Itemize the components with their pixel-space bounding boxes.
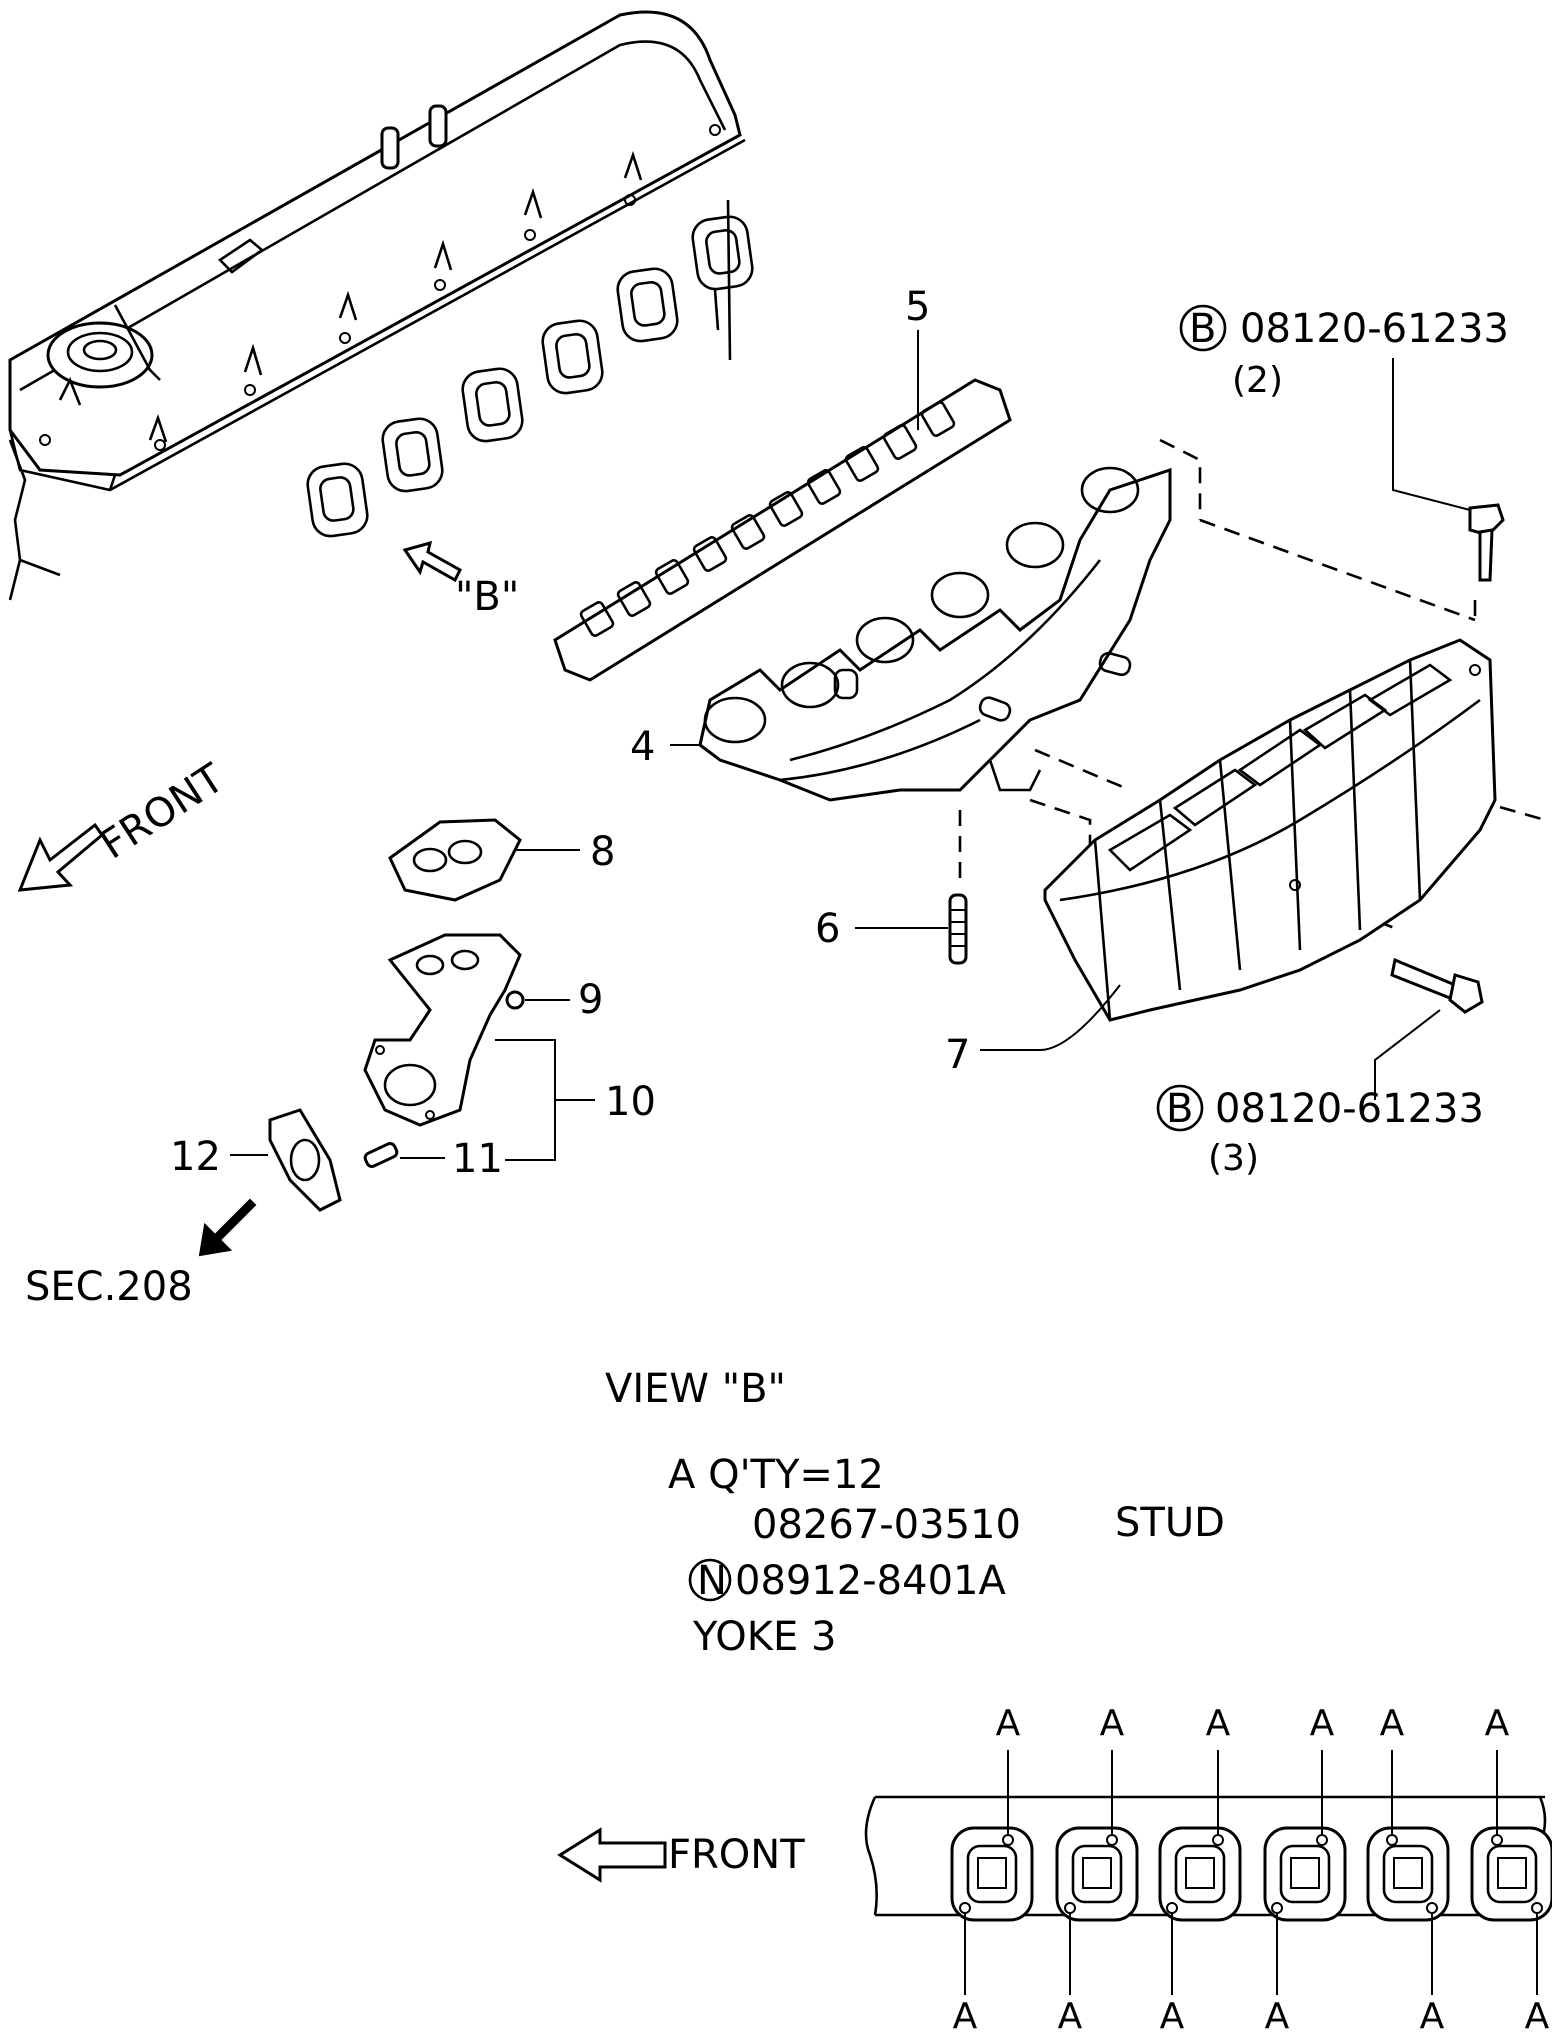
stud-marker-a: A (1485, 1703, 1510, 1846)
callout-6: 6 (815, 906, 840, 952)
nut-symbol-circle (688, 1558, 732, 1602)
part-5-manifold-gasket: 5 (553, 284, 1012, 682)
part-8-gasket: 8 (388, 818, 615, 902)
exhaust-port-flange (1470, 1826, 1552, 1922)
svg-text:A: A (1485, 1703, 1510, 1744)
svg-text:A: A (1160, 1996, 1185, 2029)
callout-10: 10 (605, 1079, 656, 1125)
part-4-exhaust-manifold: 4 (630, 466, 1172, 802)
note-nut-part: 08912-8401A (735, 1558, 1006, 1604)
note-nut-symbol: N (697, 1558, 727, 1604)
note-stud-name: STUD (1115, 1500, 1225, 1546)
svg-text:A: A (1058, 1996, 1083, 2029)
stud-marker-a: A (1310, 1703, 1335, 1846)
bolt-b2: B 08120-61233 (3) (1156, 957, 1484, 1179)
bolt-b1: B 08120-61233 (2) (1179, 304, 1509, 582)
bolt-b2-qty: (3) (1208, 1138, 1259, 1179)
callout-8: 8 (590, 829, 615, 875)
stud-marker-a: A (1420, 1902, 1445, 2034)
bolt-b1-symbol: B (1189, 306, 1216, 352)
svg-text:A: A (1100, 1703, 1125, 1744)
svg-text:A: A (953, 1996, 978, 2029)
part-6-stud: 6 (815, 893, 968, 965)
note-stud-part: 08267-03510 (752, 1502, 1021, 1548)
svg-text:A: A (1206, 1703, 1231, 1744)
view-b-marker-label: "B" (455, 574, 519, 620)
callout-9: 9 (578, 977, 603, 1023)
callout-4: 4 (630, 724, 655, 770)
sec-208-arrow: SEC.208 (25, 1198, 257, 1310)
exhaust-port-flange (1366, 1826, 1450, 1922)
bolt-b2-symbol: B (1166, 1086, 1193, 1132)
stud-marker-a: A (1206, 1703, 1231, 1846)
stud-marker-a: A (1525, 1902, 1550, 2034)
bolt-b1-qty: (2) (1232, 360, 1283, 401)
callout-5: 5 (905, 284, 930, 330)
part-10-exhaust-tube: 10 (363, 933, 656, 1161)
stud-marker-a: A (1160, 1902, 1185, 2034)
callout-11: 11 (452, 1136, 503, 1182)
svg-text:A: A (1310, 1703, 1335, 1744)
note-qty: A Q'TY=12 (668, 1452, 884, 1498)
engine-cylinder-head (8, 10, 754, 601)
svg-text:A: A (1525, 1996, 1550, 2029)
section-ref: SEC.208 (25, 1264, 193, 1310)
part-12-gasket: 12 (170, 1108, 342, 1212)
stud-marker-a: A (953, 1902, 978, 2034)
view-b-front-label: FRONT (668, 1832, 805, 1878)
svg-text:A: A (1420, 1996, 1445, 2029)
stud-marker-a: A (1265, 1902, 1290, 2034)
part-11-stud: 11 (363, 1136, 503, 1182)
view-b-detail: FRONT A A A A A A A A A A A A (557, 1703, 1552, 2034)
exhaust-port-flange (1263, 1826, 1347, 1922)
stud-marker-a: A (1380, 1703, 1405, 1846)
exhaust-port-flange (950, 1826, 1034, 1922)
bolt-b2-part: 08120-61233 (1215, 1086, 1484, 1132)
part-9-nut: 9 (505, 977, 603, 1023)
stud-marker-a: A (996, 1703, 1021, 1846)
part-7-heat-insulator: 7 (945, 638, 1497, 1078)
exhaust-port-flange (1158, 1826, 1242, 1922)
bolt-b1-part: 08120-61233 (1240, 306, 1509, 352)
callout-12: 12 (170, 1134, 221, 1180)
stud-marker-a: A (1100, 1703, 1125, 1846)
exhaust-port-flange (1055, 1826, 1139, 1922)
stud-marker-a: A (1058, 1902, 1083, 2034)
view-b-marker: "B" (402, 540, 519, 620)
callout-7: 7 (945, 1032, 970, 1078)
svg-text:A: A (996, 1703, 1021, 1744)
note-yoke: YOKE 3 (692, 1614, 836, 1660)
svg-text:A: A (1265, 1996, 1290, 2029)
front-arrow-main: FRONT (17, 755, 233, 892)
svg-text:A: A (1380, 1703, 1405, 1744)
view-title: VIEW "B" (605, 1366, 786, 1412)
front-label-main: FRONT (92, 755, 232, 868)
